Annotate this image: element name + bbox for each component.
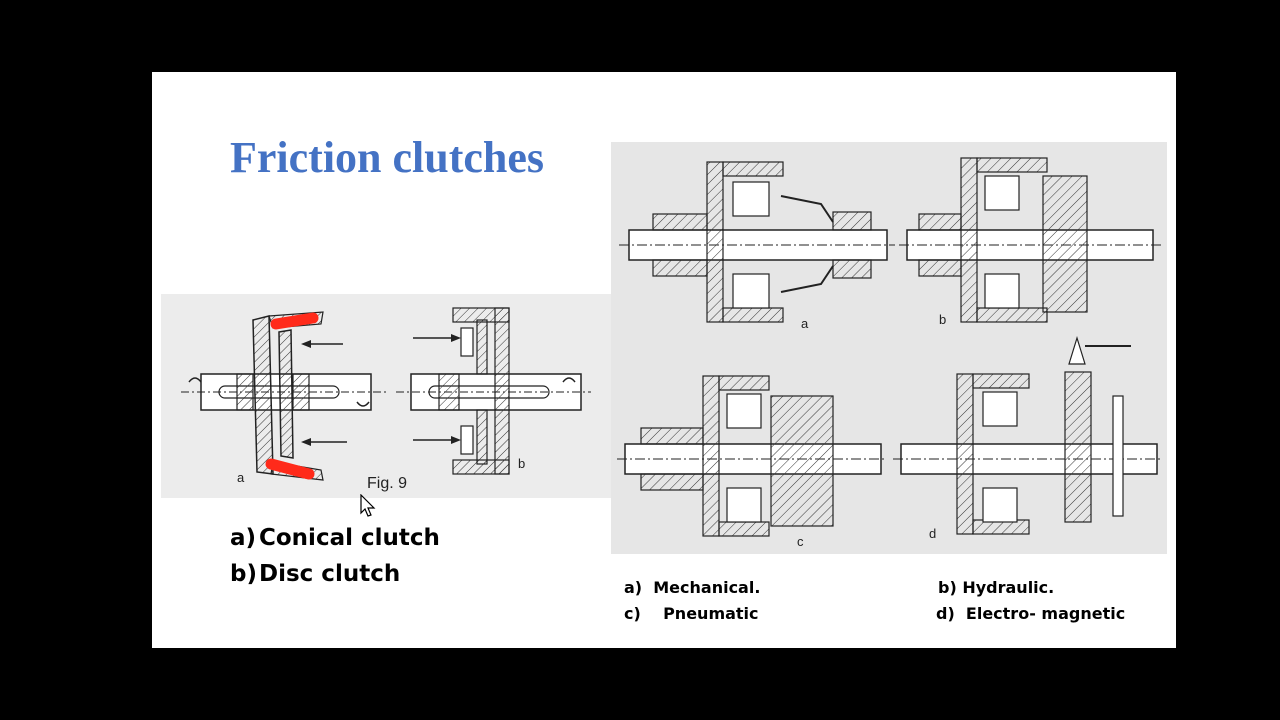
- conical-clutch-drawing: [181, 311, 386, 481]
- clutch-drawing-right: a b: [617, 157, 1163, 549]
- figure-label-a-right: a: [801, 316, 809, 331]
- figure-caption: Fig. 9: [367, 475, 407, 492]
- figure-label-b: b: [518, 456, 525, 471]
- caption-electromagnetic: d) Electro- magnetic: [936, 604, 1126, 623]
- list-item: a) Conical clutch: [230, 520, 440, 556]
- figure-label-b-right: b: [939, 312, 946, 327]
- caption-mechanical: a) Mechanical.: [624, 578, 761, 597]
- figure-label-a: a: [237, 470, 245, 485]
- caption-pneumatic: c) Pneumatic: [624, 604, 759, 623]
- clutch-figure-conical-disc: a Fig. 9 b: [161, 294, 611, 498]
- figure-label-c-right: c: [797, 534, 804, 549]
- slide: Friction clutches: [152, 72, 1176, 648]
- slide-title: Friction clutches: [230, 133, 545, 182]
- caption-hydraulic: b) Hydraulic.: [938, 578, 1055, 597]
- clutch-drawing-left: a Fig. 9 b: [181, 307, 591, 492]
- clutch-type-list: a) Conical clutch b) Disc clutch: [230, 520, 440, 592]
- hydraulic-clutch-drawing: [899, 157, 1161, 323]
- mechanical-clutch-drawing: [619, 161, 895, 323]
- clutch-figure-actuation-types: a b: [611, 142, 1167, 554]
- disc-clutch-drawing: [396, 307, 591, 475]
- mouse-pointer-icon: [360, 494, 376, 517]
- figure-label-d-right: d: [929, 526, 936, 541]
- list-marker: a): [230, 525, 257, 551]
- electromagnetic-clutch-drawing: [893, 335, 1163, 535]
- list-item-text: Conical clutch: [259, 525, 440, 551]
- list-item-text: Disc clutch: [259, 561, 401, 587]
- list-item: b) Disc clutch: [230, 556, 440, 592]
- list-marker: b): [230, 561, 257, 587]
- pneumatic-clutch-drawing: [617, 375, 887, 537]
